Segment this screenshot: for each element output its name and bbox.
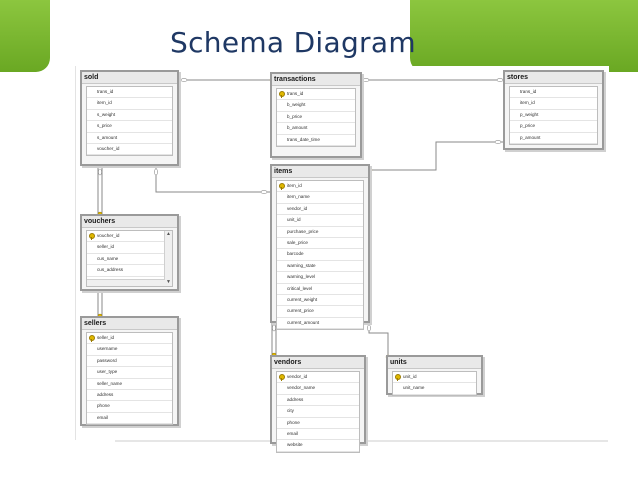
table-sold[interactable]: sold trans_id item_id s_weight s_price s…	[80, 70, 179, 166]
primary-key-icon	[395, 374, 401, 381]
column-row[interactable]: password	[87, 356, 172, 368]
column-row[interactable]: b_weight	[277, 100, 355, 112]
table-vendors[interactable]: vendors vendor_id vendor_name address ci…	[270, 355, 366, 453]
column-row[interactable]: trans_id	[87, 87, 172, 99]
infinity-endpoint-icon	[260, 190, 268, 194]
infinity-endpoint-icon	[272, 324, 276, 332]
decorative-band-left	[0, 0, 50, 72]
horizontal-scrollbar[interactable]	[87, 279, 165, 286]
column-list: unit_id unit_name	[392, 371, 477, 396]
primary-key-icon	[279, 374, 285, 381]
column-row[interactable]: seller_id	[87, 333, 172, 345]
column-row[interactable]: item_id	[510, 98, 597, 110]
column-row[interactable]: website	[277, 440, 359, 452]
column-row[interactable]: trans_date_time	[277, 135, 355, 146]
column-row[interactable]: b_price	[277, 112, 355, 124]
column-row[interactable]: p_weight	[510, 110, 597, 122]
column-row[interactable]: vendor_id	[277, 372, 359, 384]
column-row[interactable]: p_price	[510, 121, 597, 133]
column-row[interactable]: unit_id	[277, 215, 363, 227]
column-row[interactable]: current_amount	[277, 318, 363, 330]
table-items[interactable]: items item_id item_name vendor_id unit_i…	[270, 164, 370, 331]
table-title: items	[272, 166, 368, 178]
scroll-up-icon[interactable]: ▲	[166, 231, 171, 237]
column-row[interactable]: item_id	[87, 98, 172, 110]
table-sellers[interactable]: sellers seller_id username password user…	[80, 316, 179, 426]
table-title: stores	[505, 72, 602, 84]
column-row[interactable]: address	[87, 390, 172, 402]
column-row[interactable]: seller_id	[87, 242, 172, 254]
column-row[interactable]: seller_name	[87, 379, 172, 390]
column-row[interactable]: current_price	[277, 306, 363, 318]
column-row[interactable]: username	[87, 344, 172, 356]
column-row[interactable]: email	[277, 429, 359, 441]
column-row[interactable]: cus_address	[87, 265, 172, 277]
column-row[interactable]: item_id	[277, 181, 363, 193]
column-row[interactable]: voucher_id	[87, 144, 172, 156]
primary-key-icon	[89, 233, 95, 240]
column-row[interactable]: city	[277, 406, 359, 418]
slide-title: Schema Diagram	[170, 26, 416, 59]
column-row[interactable]: phone	[277, 418, 359, 429]
table-transactions[interactable]: transactions trans_id b_weight b_price b…	[270, 72, 362, 158]
relationship-stores-items	[370, 141, 505, 171]
table-stores[interactable]: stores trans_id item_id p_weight p_price…	[503, 70, 604, 150]
column-row[interactable]: unit_id	[393, 372, 476, 384]
column-list: trans_id item_id s_weight s_price s_amou…	[86, 86, 173, 157]
column-row[interactable]: unit_name	[393, 383, 476, 395]
infinity-endpoint-icon	[494, 140, 502, 144]
table-title: units	[388, 357, 481, 369]
column-row[interactable]: address	[277, 395, 359, 407]
table-title: transactions	[272, 74, 360, 86]
column-row[interactable]: sale_price	[277, 238, 363, 250]
column-list: trans_id item_id p_weight p_price p_amou…	[509, 86, 598, 145]
infinity-endpoint-icon	[180, 78, 188, 82]
column-row[interactable]: phone	[87, 401, 172, 413]
table-vouchers[interactable]: vouchers voucher_id seller_id cus_name c…	[80, 214, 179, 291]
table-title: vendors	[272, 357, 364, 369]
column-row[interactable]: warning_state	[277, 261, 363, 273]
infinity-endpoint-icon	[98, 168, 102, 176]
column-list: voucher_id seller_id cus_name cus_addres…	[86, 230, 173, 287]
relationship-sold-items	[155, 165, 270, 193]
column-list: vendor_id vendor_name address city phone…	[276, 371, 360, 453]
column-row[interactable]: cus_name	[87, 254, 172, 266]
column-row[interactable]: user_type	[87, 367, 172, 379]
column-row[interactable]: email	[87, 413, 172, 425]
table-title: sellers	[82, 318, 177, 330]
vertical-scrollbar[interactable]: ▲ ▼	[164, 231, 172, 286]
column-row[interactable]: barcode	[277, 249, 363, 261]
table-units[interactable]: units unit_id unit_name	[386, 355, 483, 396]
table-title: vouchers	[82, 216, 177, 228]
column-row[interactable]: s_price	[87, 121, 172, 133]
primary-key-icon	[89, 335, 95, 342]
column-list: item_id item_name vendor_id unit_id purc…	[276, 180, 364, 331]
infinity-endpoint-icon	[367, 324, 371, 332]
column-row[interactable]: voucher_id	[87, 231, 172, 243]
column-row[interactable]: vendor_id	[277, 204, 363, 216]
decorative-band-right	[410, 0, 638, 72]
column-row[interactable]: current_weight	[277, 295, 363, 307]
column-row[interactable]: s_weight	[87, 110, 172, 122]
primary-key-icon	[279, 91, 285, 98]
column-row[interactable]: item_name	[277, 192, 363, 204]
infinity-endpoint-icon	[154, 168, 158, 176]
table-title: sold	[82, 72, 177, 84]
infinity-endpoint-icon	[362, 78, 370, 82]
column-row[interactable]: p_amount	[510, 133, 597, 144]
primary-key-icon	[279, 183, 285, 190]
column-row[interactable]: warning_level	[277, 272, 363, 284]
scroll-down-icon[interactable]: ▼	[166, 279, 171, 285]
relationship-items-units	[368, 322, 389, 357]
column-row[interactable]: s_amount	[87, 133, 172, 144]
column-row[interactable]: purchase_price	[277, 227, 363, 238]
column-list: trans_id b_weight b_price b_amount trans…	[276, 88, 356, 147]
column-row[interactable]: vendor_name	[277, 383, 359, 395]
column-row[interactable]: critical_level	[277, 284, 363, 295]
column-row[interactable]: trans_id	[277, 89, 355, 101]
column-row[interactable]: b_amount	[277, 123, 355, 135]
column-list: seller_id username password user_type se…	[86, 332, 173, 426]
column-row[interactable]: trans_id	[510, 87, 597, 99]
